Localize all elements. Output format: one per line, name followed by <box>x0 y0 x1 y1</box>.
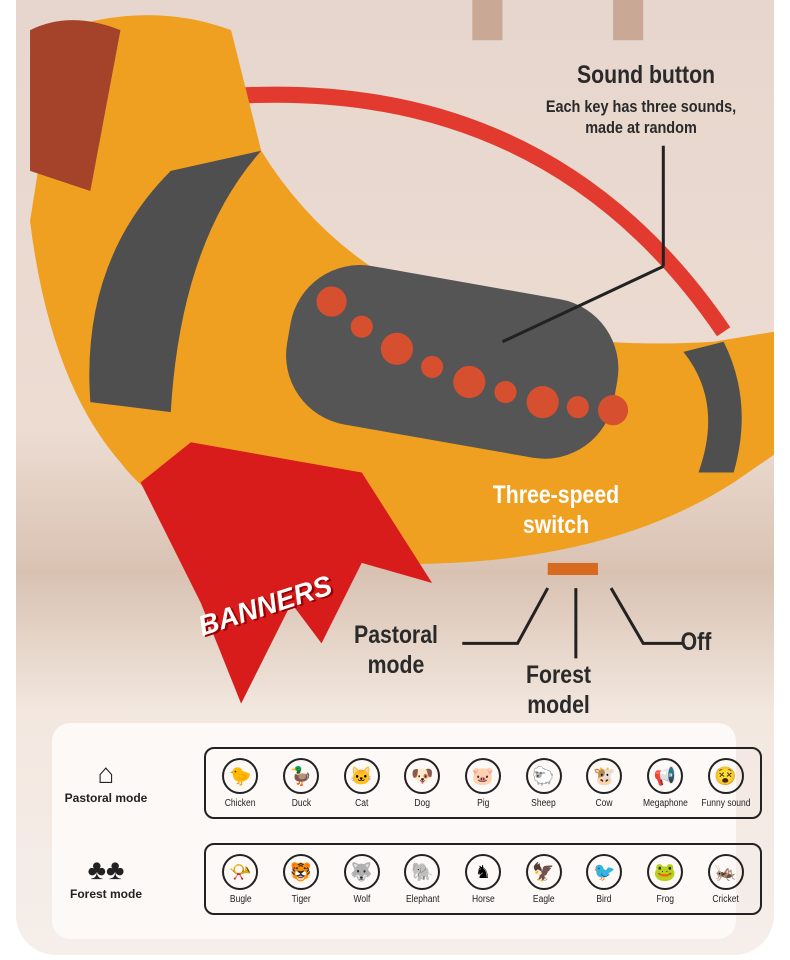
megaphone-icon: 📢 <box>646 757 683 794</box>
switch-line-1: Three-speed <box>492 481 620 509</box>
sound-item-chicken: 🐤 Chicken <box>211 757 269 809</box>
sound-item-bugle: 📯 Bugle <box>211 853 269 905</box>
pastoral-mode-callout: Pastoral mode <box>341 620 452 680</box>
sound-item-elephant: 🐘 Elephant <box>393 853 451 905</box>
sound-legend-panel: ⌂ Pastoral mode 🐤 Chicken 🦆 Duck 🐱 Cat 🐶 Dog 🐷 Pi… <box>52 723 762 939</box>
sound-item-label: Frog <box>656 893 674 905</box>
sound-item-bird: 🐦 Bird <box>575 853 633 905</box>
switch-line-2: switch <box>522 511 590 539</box>
sound-item-label: Pig <box>476 797 490 809</box>
sound-item-pig: 🐷 Pig <box>454 757 512 809</box>
cat-icon: 🐱 <box>343 757 380 794</box>
sound-item-label: Eagle <box>532 893 555 905</box>
dog-icon: 🐶 <box>404 757 441 794</box>
pastoral-line-1: Pastoral <box>354 621 438 649</box>
desc-line-2: made at random <box>585 118 697 137</box>
horn-toy-illustration <box>30 0 774 704</box>
sound-item-label: Duck <box>291 797 311 809</box>
sound-buttons <box>316 286 629 426</box>
desc-line-1: Each key has three sounds, <box>545 97 737 116</box>
bugle-icon: 📯 <box>222 853 259 890</box>
chicken-icon: 🐤 <box>222 757 259 794</box>
forest-mode-text: Forest mode <box>69 887 142 901</box>
forest-line-1: Forest <box>526 661 591 689</box>
wolf-icon: 🐺 <box>343 853 380 890</box>
pastoral-sounds-list: 🐤 Chicken 🦆 Duck 🐱 Cat 🐶 Dog 🐷 Pig 🐑 Sheep 🐮 Cow 📢 Mega… <box>204 747 762 819</box>
sound-item-label: Horse <box>471 893 495 905</box>
sound-item-wolf: 🐺 Wolf <box>333 853 391 905</box>
funny-sound-icon: 😵 <box>707 757 744 794</box>
sound-item-label: Bird <box>596 893 612 905</box>
pastoral-mode-text: Pastoral mode <box>64 791 148 805</box>
elephant-icon: 🐘 <box>404 853 441 890</box>
sound-item-duck: 🦆 Duck <box>272 757 330 809</box>
off-callout: Off <box>680 628 712 656</box>
sound-button-desc: Each key has three sounds, made at rando… <box>526 96 756 138</box>
sound-item-tiger: 🐯 Tiger <box>272 853 330 905</box>
sound-item-frog: 🐸 Frog <box>636 853 694 905</box>
sheep-icon: 🐑 <box>525 757 562 794</box>
house-icon: ⌂ <box>97 758 115 789</box>
sound-item-dog: 🐶 Dog <box>393 757 451 809</box>
sound-item-funny-sound: 😵 Funny sound <box>697 757 755 809</box>
cricket-icon: 🦗 <box>707 853 744 890</box>
duck-icon: 🦆 <box>282 757 319 794</box>
sound-button-title: Sound button <box>576 61 716 89</box>
flag <box>140 442 433 704</box>
sound-item-megaphone: 📢 Megaphone <box>636 757 694 809</box>
sound-item-label: Bugle <box>229 893 252 905</box>
sound-item-sheep: 🐑 Sheep <box>515 757 573 809</box>
handle-strap <box>240 86 731 337</box>
sound-item-eagle: 🦅 Eagle <box>515 853 573 905</box>
sound-item-cat: 🐱 Cat <box>333 757 391 809</box>
sound-item-label: Elephant <box>405 893 440 905</box>
forest-mode-callout: Forest model <box>505 660 611 720</box>
sound-item-label: Cat <box>355 797 369 809</box>
sound-item-label: Funny sound <box>700 797 751 809</box>
sound-item-label: Tiger <box>291 893 311 905</box>
sound-item-label: Megaphone <box>642 797 688 809</box>
forest-mode-label: ♣♣ Forest mode <box>58 853 154 901</box>
cow-icon: 🐮 <box>586 757 623 794</box>
pastoral-line-2: mode <box>367 651 425 679</box>
frog-icon: 🐸 <box>646 853 683 890</box>
sound-item-cricket: 🦗 Cricket <box>697 853 755 905</box>
bird-icon: 🐦 <box>586 853 623 890</box>
sound-item-cow: 🐮 Cow <box>575 757 633 809</box>
sound-item-horse: ♞ Horse <box>454 853 512 905</box>
sound-item-label: Sheep <box>531 797 556 809</box>
pig-icon: 🐷 <box>464 757 501 794</box>
sound-item-label: Chicken <box>224 797 256 809</box>
sound-item-label: Wolf <box>353 893 371 905</box>
eagle-icon: 🦅 <box>525 853 562 890</box>
tiger-icon: 🐯 <box>282 853 319 890</box>
forest-sounds-list: 📯 Bugle 🐯 Tiger 🐺 Wolf 🐘 Elephant ♞ Horse 🦅 Eagle 🐦 B… <box>204 843 762 915</box>
horse-icon: ♞ <box>464 853 501 890</box>
sound-item-label: Dog <box>414 797 431 809</box>
sound-item-label: Cricket <box>712 893 739 905</box>
sound-item-label: Cow <box>595 797 613 809</box>
forest-line-2: model <box>527 691 590 719</box>
trees-icon: ♣♣ <box>87 854 125 885</box>
three-speed-switch-label: Three-speed switch <box>480 480 633 540</box>
pastoral-mode-label: ⌂ Pastoral mode <box>58 757 154 805</box>
